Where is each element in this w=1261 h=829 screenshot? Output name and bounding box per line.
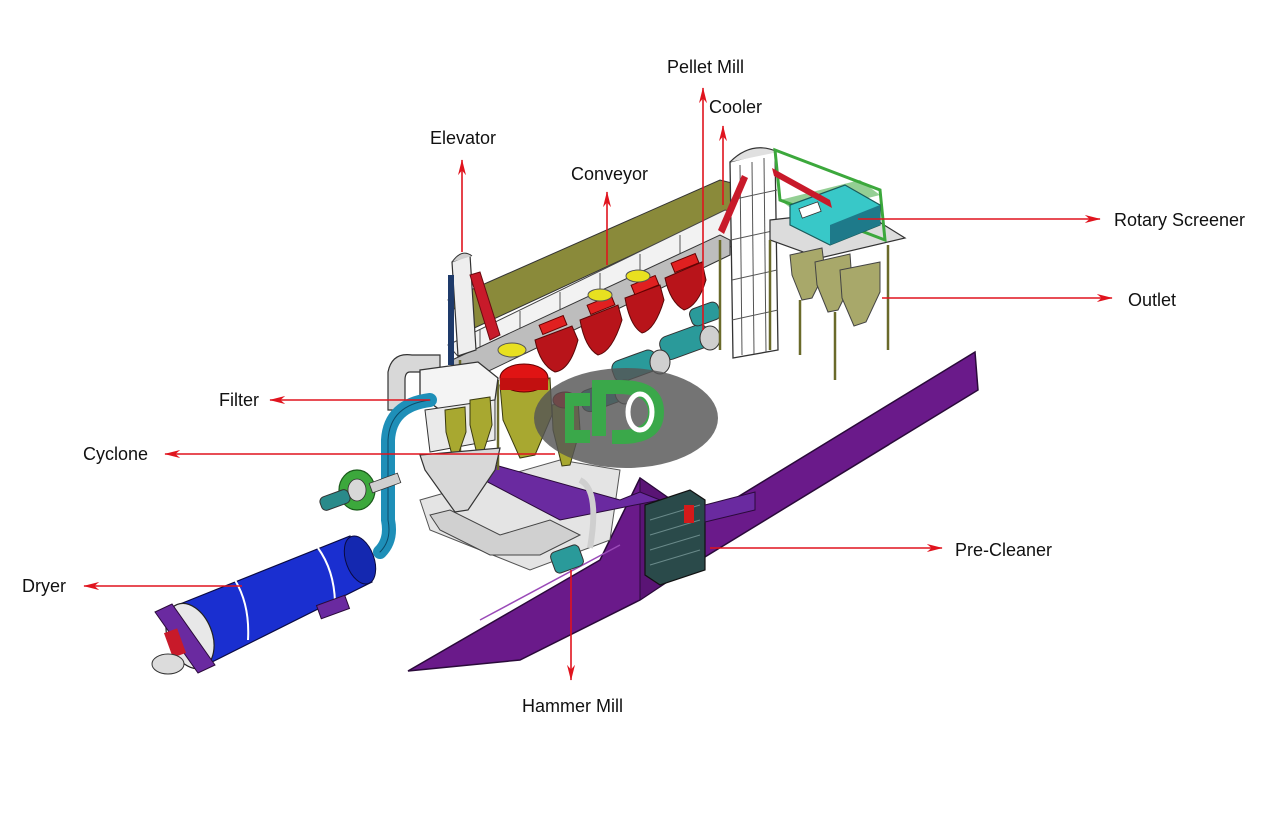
label-conveyor: Conveyor xyxy=(571,164,648,184)
label-pellet-mill: Pellet Mill xyxy=(667,57,744,77)
label-filter: Filter xyxy=(219,390,259,410)
plant-illustration xyxy=(151,147,979,675)
label-cyclone: Cyclone xyxy=(83,444,148,464)
label-rotary-screener: Rotary Screener xyxy=(1114,210,1245,230)
dryer-drum xyxy=(151,535,377,675)
label-hammer-mill: Hammer Mill xyxy=(522,696,623,716)
hammer-mill xyxy=(550,477,597,574)
label-pre-cleaner: Pre-Cleaner xyxy=(955,540,1052,560)
label-elevator: Elevator xyxy=(430,128,496,148)
green-frame xyxy=(773,147,887,243)
label-cooler: Cooler xyxy=(709,97,762,117)
pre-cleaner xyxy=(644,489,756,586)
labels: Pellet Mill Cooler Elevator Conveyor Rot… xyxy=(22,57,1245,716)
fan xyxy=(319,469,402,511)
company-logo xyxy=(534,368,718,468)
pellet-mill-hoppers xyxy=(534,261,707,373)
rotary-screener-body xyxy=(789,184,881,246)
purple-trough xyxy=(407,350,979,672)
label-outlet: Outlet xyxy=(1128,290,1176,310)
outlet-bins xyxy=(789,247,881,327)
main-cyclone-cone xyxy=(419,447,501,513)
callout-arrows xyxy=(83,87,1113,681)
label-dryer: Dryer xyxy=(22,576,66,596)
